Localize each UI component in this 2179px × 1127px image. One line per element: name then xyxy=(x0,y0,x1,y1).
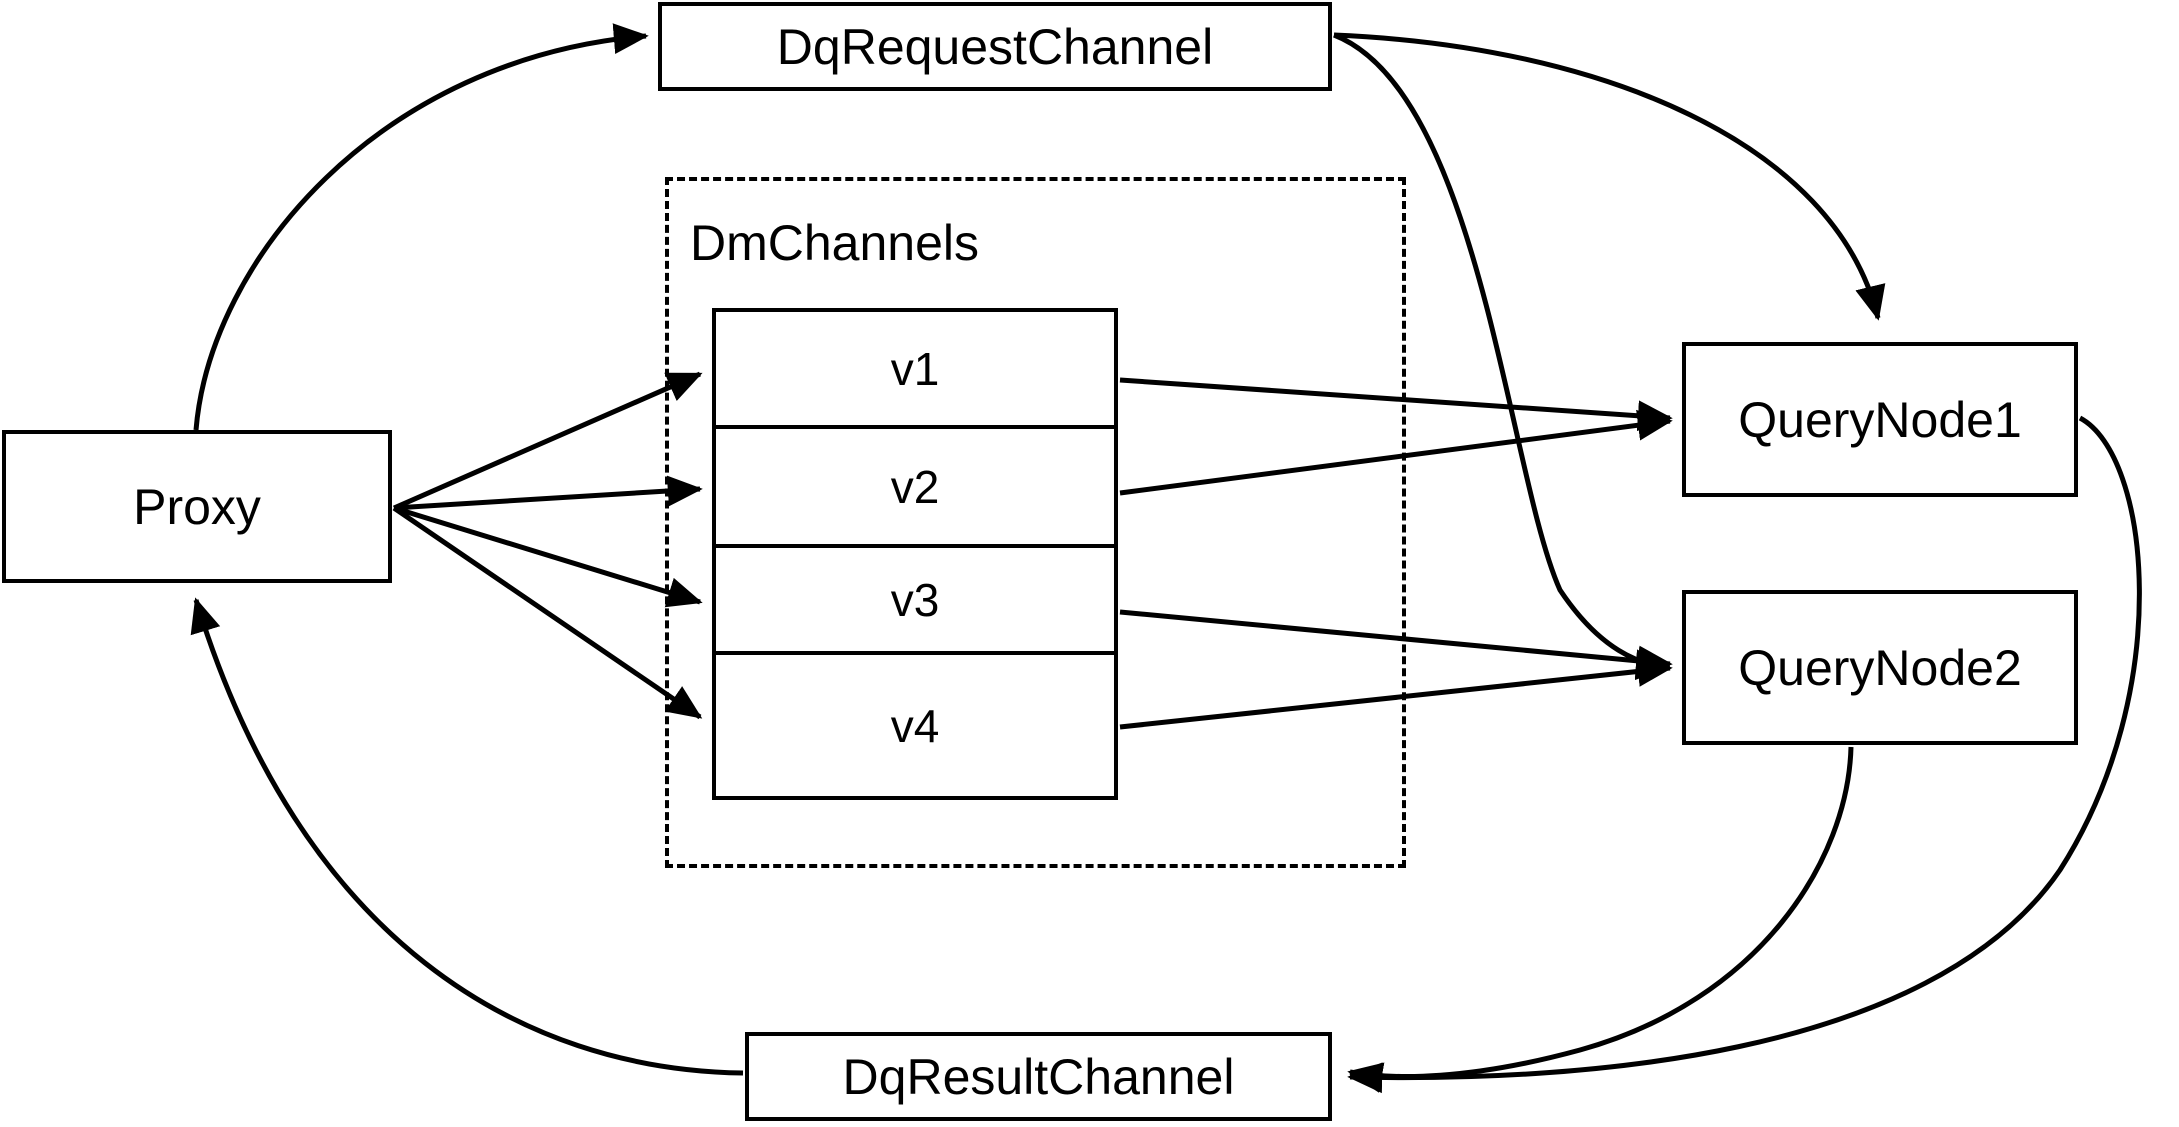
edge-querynode1-to-dqresultchannel xyxy=(1347,415,2142,1094)
edge-proxy-to-v1 xyxy=(392,371,703,511)
edge-dqrequestchannel-to-querynode2 xyxy=(1333,32,1671,681)
edge-dqresultchannel-to-proxy xyxy=(190,597,744,1076)
dmchannels-group-container xyxy=(665,177,1406,868)
node-dq-request-channel[interactable]: DqRequestChannel xyxy=(658,2,1332,91)
edge-v2-to-querynode1 xyxy=(1119,409,1673,496)
edge-proxy-to-v2 xyxy=(393,475,703,511)
node-query-node-2-label: QueryNode2 xyxy=(1738,639,2022,696)
vchannel-label-v3: v3 xyxy=(890,573,940,626)
edge-dqrequestchannel-to-querynode1 xyxy=(1333,32,1886,321)
node-query-node-2[interactable]: QueryNode2 xyxy=(1682,590,2078,745)
node-query-node-1-label: QueryNode1 xyxy=(1738,391,2022,448)
vchannel-label-v1: v1 xyxy=(890,342,940,395)
edge-proxy-to-dqrequestchannel xyxy=(193,23,649,431)
node-dq-result-channel[interactable]: DqResultChannel xyxy=(745,1032,1332,1121)
node-proxy[interactable]: Proxy xyxy=(2,430,392,583)
edge-v1-to-querynode1 xyxy=(1119,377,1673,432)
edge-v3-to-querynode2 xyxy=(1119,609,1673,677)
vchannel-label-v4: v4 xyxy=(890,699,940,752)
dmchannels-group-label: DmChannels xyxy=(690,215,980,271)
node-query-node-1[interactable]: QueryNode1 xyxy=(1682,342,2078,497)
vchannel-stack: v1 v2 v3 v4 xyxy=(712,308,1118,800)
node-proxy-label: Proxy xyxy=(133,478,261,535)
vchannel-row-v4[interactable]: v4 xyxy=(716,655,1114,796)
edge-querynode2-to-dqresultchannel xyxy=(1347,746,1854,1093)
vchannel-label-v2: v2 xyxy=(890,460,940,513)
vchannel-row-v1[interactable]: v1 xyxy=(716,312,1114,429)
node-dq-result-channel-label: DqResultChannel xyxy=(842,1048,1235,1105)
edge-v4-to-querynode2 xyxy=(1119,656,1673,730)
node-dq-request-channel-label: DqRequestChannel xyxy=(776,18,1214,75)
edge-proxy-to-v3 xyxy=(393,505,703,608)
vchannel-row-v2[interactable]: v2 xyxy=(716,429,1114,548)
vchannel-row-v3[interactable]: v3 xyxy=(716,548,1114,655)
edge-proxy-to-v4 xyxy=(392,505,703,720)
